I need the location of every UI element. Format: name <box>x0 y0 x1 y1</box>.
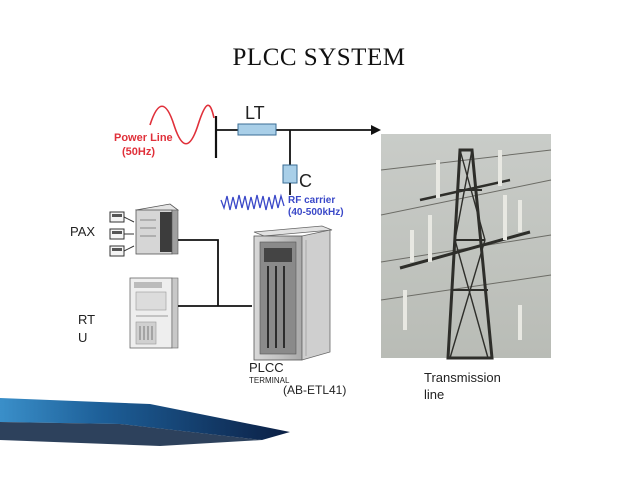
plcc-label: PLCC <box>249 360 284 375</box>
transmission-label-line1: Transmission <box>424 370 501 385</box>
rtu-label-line2: U <box>78 330 88 345</box>
rtu-icon <box>129 277 179 349</box>
pax-wire <box>178 239 219 306</box>
main-line-arrow <box>371 125 381 135</box>
c-label: C <box>299 171 312 191</box>
model-label: (AB-ETL41) <box>283 383 347 397</box>
power-line-label: Power Line <box>114 132 173 144</box>
rtu-label-line1: RT <box>78 312 96 327</box>
banner-swoosh-shadow <box>0 422 262 446</box>
power-line-wave <box>149 104 215 145</box>
plcc-cabinet-icon <box>253 225 333 361</box>
rf-carrier-label: RF carrier <box>288 195 336 206</box>
rf-carrier-wave <box>220 193 285 211</box>
lt-label: LT <box>245 103 265 123</box>
telephone-icon <box>109 211 135 257</box>
slide-title: PLCC SYSTEM <box>232 44 406 71</box>
server-icon <box>135 203 179 255</box>
line-trap <box>237 123 277 136</box>
transmission-label-line2: line <box>424 387 445 402</box>
terminal-label: TERMINAL <box>249 376 290 385</box>
coupling-capacitor <box>282 164 298 184</box>
power-line-freq-label: (50Hz) <box>122 146 156 158</box>
transmission-tower-photo <box>380 134 552 360</box>
banner-swoosh <box>0 398 290 440</box>
pax-label: PAX <box>70 224 96 239</box>
rf-carrier-freq-label: (40-500kHz) <box>288 207 344 218</box>
